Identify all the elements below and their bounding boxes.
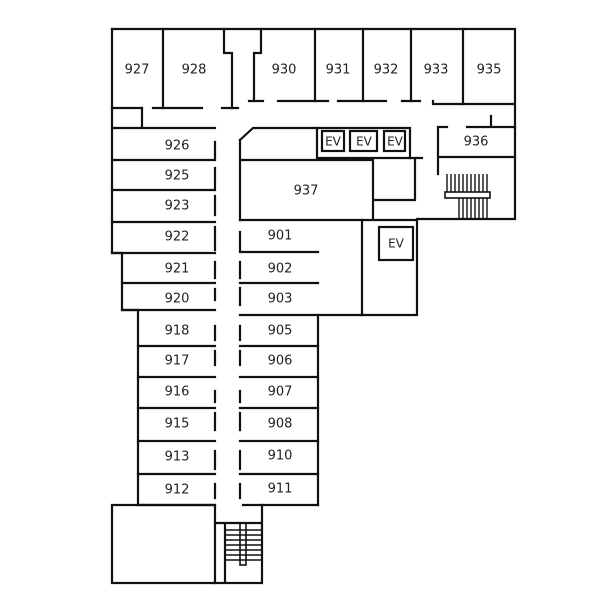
- room-915: 915: [165, 417, 190, 432]
- stairs-south: [225, 522, 262, 566]
- elevator-label: EV: [356, 135, 373, 149]
- room-910: 910: [268, 449, 293, 464]
- elevator-label: EV: [387, 135, 404, 149]
- room-908: 908: [268, 417, 293, 432]
- room-906: 906: [268, 354, 293, 369]
- room-912: 912: [165, 483, 190, 498]
- room-913: 913: [165, 450, 190, 465]
- room-930: 930: [272, 63, 297, 78]
- room-925: 925: [165, 169, 190, 184]
- room-928: 928: [182, 63, 207, 78]
- room-907: 907: [268, 385, 293, 400]
- room-903: 903: [268, 292, 293, 307]
- elevator-label: EV: [388, 237, 405, 251]
- elevator-label: EV: [325, 135, 342, 149]
- room-926: 926: [165, 139, 190, 154]
- room-916: 916: [165, 385, 190, 400]
- room-920: 920: [165, 292, 190, 307]
- room-921: 921: [165, 262, 190, 277]
- room-923: 923: [165, 199, 190, 214]
- room-917: 917: [165, 354, 190, 369]
- room-933: 933: [424, 63, 449, 78]
- walls: [110, 27, 517, 585]
- room-labels: 927 928 930 931 932 933 935 936 937 926 …: [125, 63, 502, 498]
- room-918: 918: [165, 324, 190, 339]
- room-932: 932: [374, 63, 399, 78]
- room-936: 936: [464, 135, 489, 150]
- elevator-box: [377, 225, 415, 262]
- room-931: 931: [326, 63, 351, 78]
- room-911: 911: [268, 482, 293, 497]
- room-937: 937: [294, 184, 319, 199]
- room-902: 902: [268, 262, 293, 277]
- room-927: 927: [125, 63, 150, 78]
- room-935: 935: [477, 63, 502, 78]
- room-901: 901: [268, 229, 293, 244]
- room-922: 922: [165, 230, 190, 245]
- room-905: 905: [268, 324, 293, 339]
- stairs-east: [444, 174, 491, 219]
